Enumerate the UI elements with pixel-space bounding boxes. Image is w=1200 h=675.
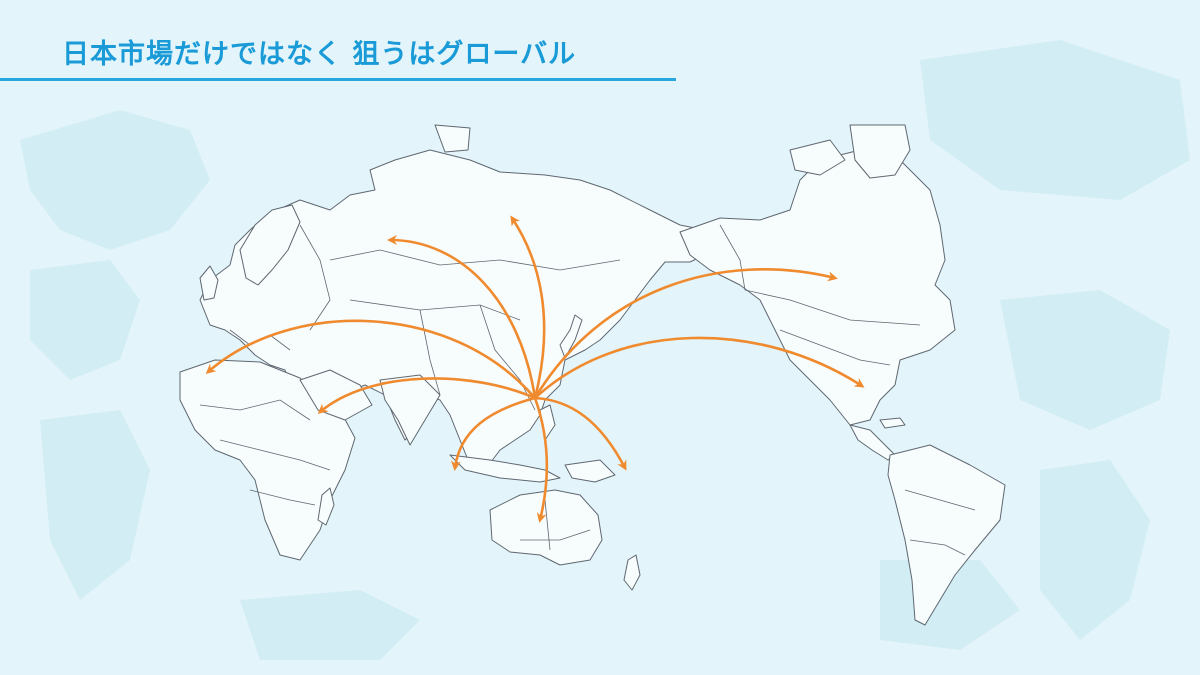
new-guinea <box>564 459 616 483</box>
arrow-to-canada <box>533 268 838 399</box>
australia <box>489 489 603 566</box>
arrow-to-middle-east <box>317 377 536 414</box>
arrow-to-pacific <box>534 396 627 471</box>
arrow-to-russia-north <box>510 215 546 399</box>
indonesia-islands <box>449 454 561 483</box>
central-america <box>849 424 896 461</box>
land-layer <box>179 124 1006 626</box>
arctic-archipelago <box>789 139 846 176</box>
page-title: 日本市場だけではなく 狙うはグローバル <box>62 39 577 70</box>
arrow-to-australia <box>533 397 549 523</box>
arrows-from-japan <box>205 215 865 523</box>
africa <box>179 359 356 561</box>
arrow-to-southeast-asia <box>450 396 536 471</box>
greenland <box>849 124 911 179</box>
background-watermark-map <box>20 40 1190 660</box>
new-zealand <box>623 554 641 591</box>
caribbean <box>879 417 906 429</box>
india <box>379 374 441 446</box>
british-isles <box>199 265 219 301</box>
arrow-to-russia-west <box>387 235 537 399</box>
arctic-islands <box>434 124 471 153</box>
north-america <box>679 149 956 426</box>
madagascar <box>317 487 335 526</box>
scandinavia <box>239 204 301 286</box>
south-america <box>887 444 1006 626</box>
country-borders <box>199 224 976 556</box>
arrow-to-europe <box>205 319 536 399</box>
arrow-to-usa-south <box>534 336 865 399</box>
title-underline <box>0 78 676 81</box>
